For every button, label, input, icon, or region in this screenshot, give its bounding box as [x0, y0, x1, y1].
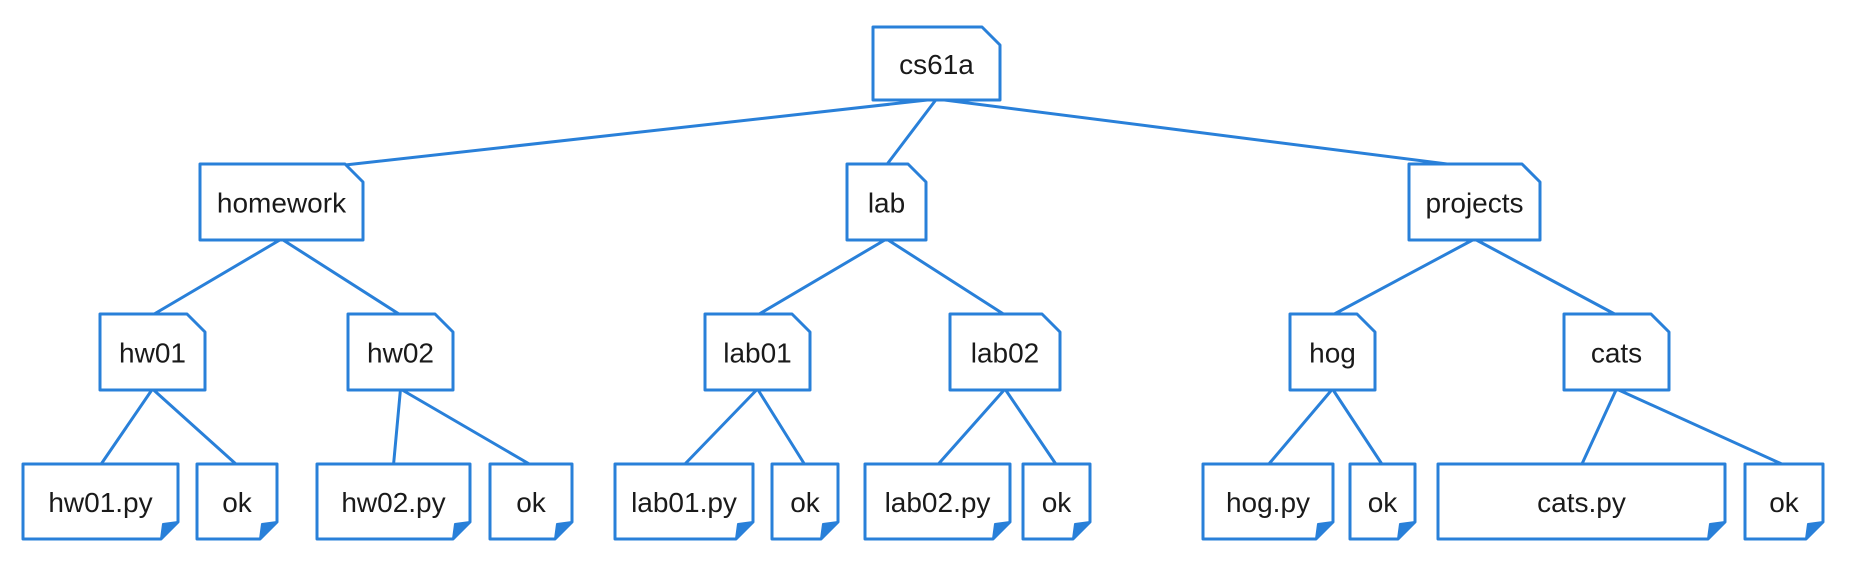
tree-edge-lab01-lab01py [682, 387, 759, 467]
file-node-ok6: ok [1743, 462, 1825, 541]
node-label-projects: projects [1425, 188, 1523, 219]
file-node-lab01py: lab01.py [613, 462, 755, 541]
node-label-lab01: lab01 [723, 338, 792, 369]
page-fold-icon [1805, 521, 1824, 540]
node-label-hw01py: hw01.py [48, 487, 152, 518]
folder-shape [346, 312, 455, 392]
page-fold-icon [992, 521, 1011, 540]
node-label-ok4: ok [1042, 487, 1073, 518]
node-label-hw01: hw01 [119, 338, 186, 369]
page-fold-icon [160, 521, 179, 540]
folder-node-projects: projects [1407, 162, 1542, 242]
node-label-lab02py: lab02.py [885, 487, 991, 518]
page-fold-icon [735, 521, 754, 540]
tree-edge-hw02-ok2 [399, 387, 533, 467]
tree-edge-homework-hw02 [280, 237, 402, 317]
tree-edge-cs61a-homework [343, 97, 938, 167]
file-node-ok1: ok [195, 462, 279, 541]
node-label-hogpy: hog.py [1226, 487, 1310, 518]
tree-edge-lab01-ok3 [756, 387, 807, 467]
folder-node-hog: hog [1288, 312, 1377, 392]
folder-node-cats: cats [1562, 312, 1671, 392]
tree-edge-hw01-ok1 [151, 387, 239, 467]
folder-shape [871, 25, 1002, 102]
file-node-ok2: ok [488, 462, 574, 541]
folder-node-lab01: lab01 [703, 312, 812, 392]
node-label-hw02py: hw02.py [341, 487, 445, 518]
folder-shape [98, 312, 207, 392]
tree-edge-hw01-hw01py [99, 387, 154, 467]
page-fold-icon [1707, 521, 1726, 540]
folder-shape [198, 162, 365, 242]
page-fold-icon [1397, 521, 1416, 540]
node-label-ok3: ok [790, 487, 821, 518]
page-fold-icon [554, 521, 573, 540]
node-label-ok2: ok [516, 487, 547, 518]
file-node-hw02py: hw02.py [315, 462, 472, 541]
folder-shape [845, 162, 928, 242]
tree-edge-hw02-hw02py [392, 387, 402, 467]
tree-edge-lab-lab02 [885, 237, 1007, 317]
tree-edge-cs61a-lab [885, 97, 938, 167]
node-label-ok5: ok [1368, 487, 1399, 518]
tree-edge-lab02-ok4 [1003, 387, 1058, 467]
node-label-cats: cats [1591, 338, 1642, 369]
folder-shape [1407, 162, 1542, 242]
file-node-ok4: ok [1021, 462, 1092, 541]
file-node-ok5: ok [1348, 462, 1417, 541]
tree-edge-lab02-lab02py [936, 387, 1007, 467]
folder-node-homework: homework [198, 162, 365, 242]
node-label-homework: homework [217, 188, 347, 219]
folder-node-lab: lab [845, 162, 928, 242]
node-label-lab: lab [868, 188, 905, 219]
folder-node-lab02: lab02 [948, 312, 1062, 392]
file-node-lab02py: lab02.py [863, 462, 1012, 541]
folder-node-cs61a: cs61a [871, 25, 1002, 102]
tree-edge-cats-catspy [1580, 387, 1618, 467]
tree-edge-projects-hog [1331, 237, 1476, 317]
folder-shape [1288, 312, 1377, 392]
node-label-lab02: lab02 [971, 338, 1040, 369]
node-label-catspy: cats.py [1537, 487, 1626, 518]
node-label-ok1: ok [222, 487, 253, 518]
folder-shape [948, 312, 1062, 392]
tree-edge-projects-cats [1473, 237, 1618, 317]
file-node-hw01py: hw01.py [21, 462, 180, 541]
folder-shape [1562, 312, 1671, 392]
tree-edge-hog-ok5 [1331, 387, 1384, 467]
file-node-ok3: ok [770, 462, 840, 541]
page-fold-icon [1072, 521, 1091, 540]
node-label-hw02: hw02 [367, 338, 434, 369]
page-fold-icon [452, 521, 471, 540]
page-fold-icon [820, 521, 839, 540]
folder-node-hw01: hw01 [98, 312, 207, 392]
file-node-hogpy: hog.py [1201, 462, 1335, 541]
file-node-catspy: cats.py [1436, 462, 1727, 541]
folder-node-hw02: hw02 [346, 312, 455, 392]
tree-edge-homework-hw01 [151, 237, 283, 317]
page-fold-icon [1315, 521, 1334, 540]
tree-edge-cs61a-projects [935, 97, 1457, 167]
node-label-cs61a: cs61a [899, 49, 974, 80]
node-label-ok6: ok [1769, 487, 1800, 518]
folder-shape [703, 312, 812, 392]
node-label-hog: hog [1309, 338, 1356, 369]
tree-edge-lab-lab01 [756, 237, 888, 317]
page-fold-icon [259, 521, 278, 540]
node-label-lab01py: lab01.py [631, 487, 737, 518]
tree-edge-cats-ok6 [1615, 387, 1786, 467]
tree-edge-hog-hogpy [1266, 387, 1334, 467]
